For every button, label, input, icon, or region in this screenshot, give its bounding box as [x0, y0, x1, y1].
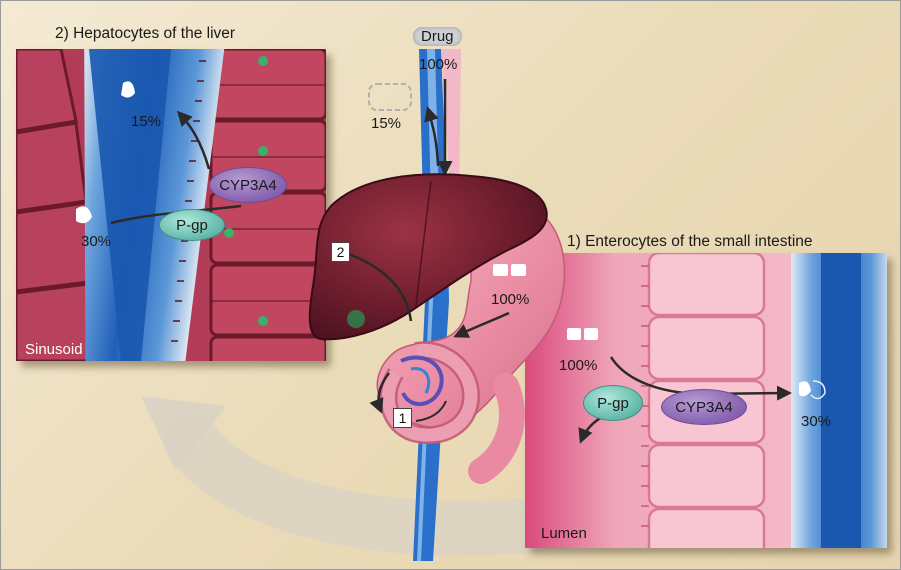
- sinusoid-label: Sinusoid: [25, 341, 83, 358]
- percent-30-liver: 30%: [81, 233, 111, 250]
- percent-15-liver: 15%: [131, 113, 161, 130]
- enterocytes-title: 1) Enterocytes of the small intestine: [567, 233, 813, 251]
- drug-percent: 100%: [419, 56, 457, 73]
- hepatocytes-title: 2) Hepatocytes of the liver: [55, 25, 235, 43]
- percent-100-gut: 100%: [491, 291, 529, 308]
- step-number-1: 1: [393, 408, 412, 428]
- cyp3a4-enterocyte-enzyme: CYP3A4: [661, 389, 747, 425]
- percent-100-enterocyte: 100%: [559, 357, 597, 374]
- percent-15-top: 15%: [371, 115, 401, 132]
- lumen-label: Lumen: [541, 525, 587, 542]
- pgp-enterocyte-transporter: P-gp: [583, 385, 643, 421]
- step-number-2: 2: [331, 242, 350, 262]
- cyp3a4-liver-enzyme: CYP3A4: [209, 167, 287, 203]
- pgp-liver-transporter: P-gp: [159, 209, 225, 241]
- drug-label: Drug: [413, 27, 462, 46]
- percent-30-enterocyte: 30%: [801, 413, 831, 430]
